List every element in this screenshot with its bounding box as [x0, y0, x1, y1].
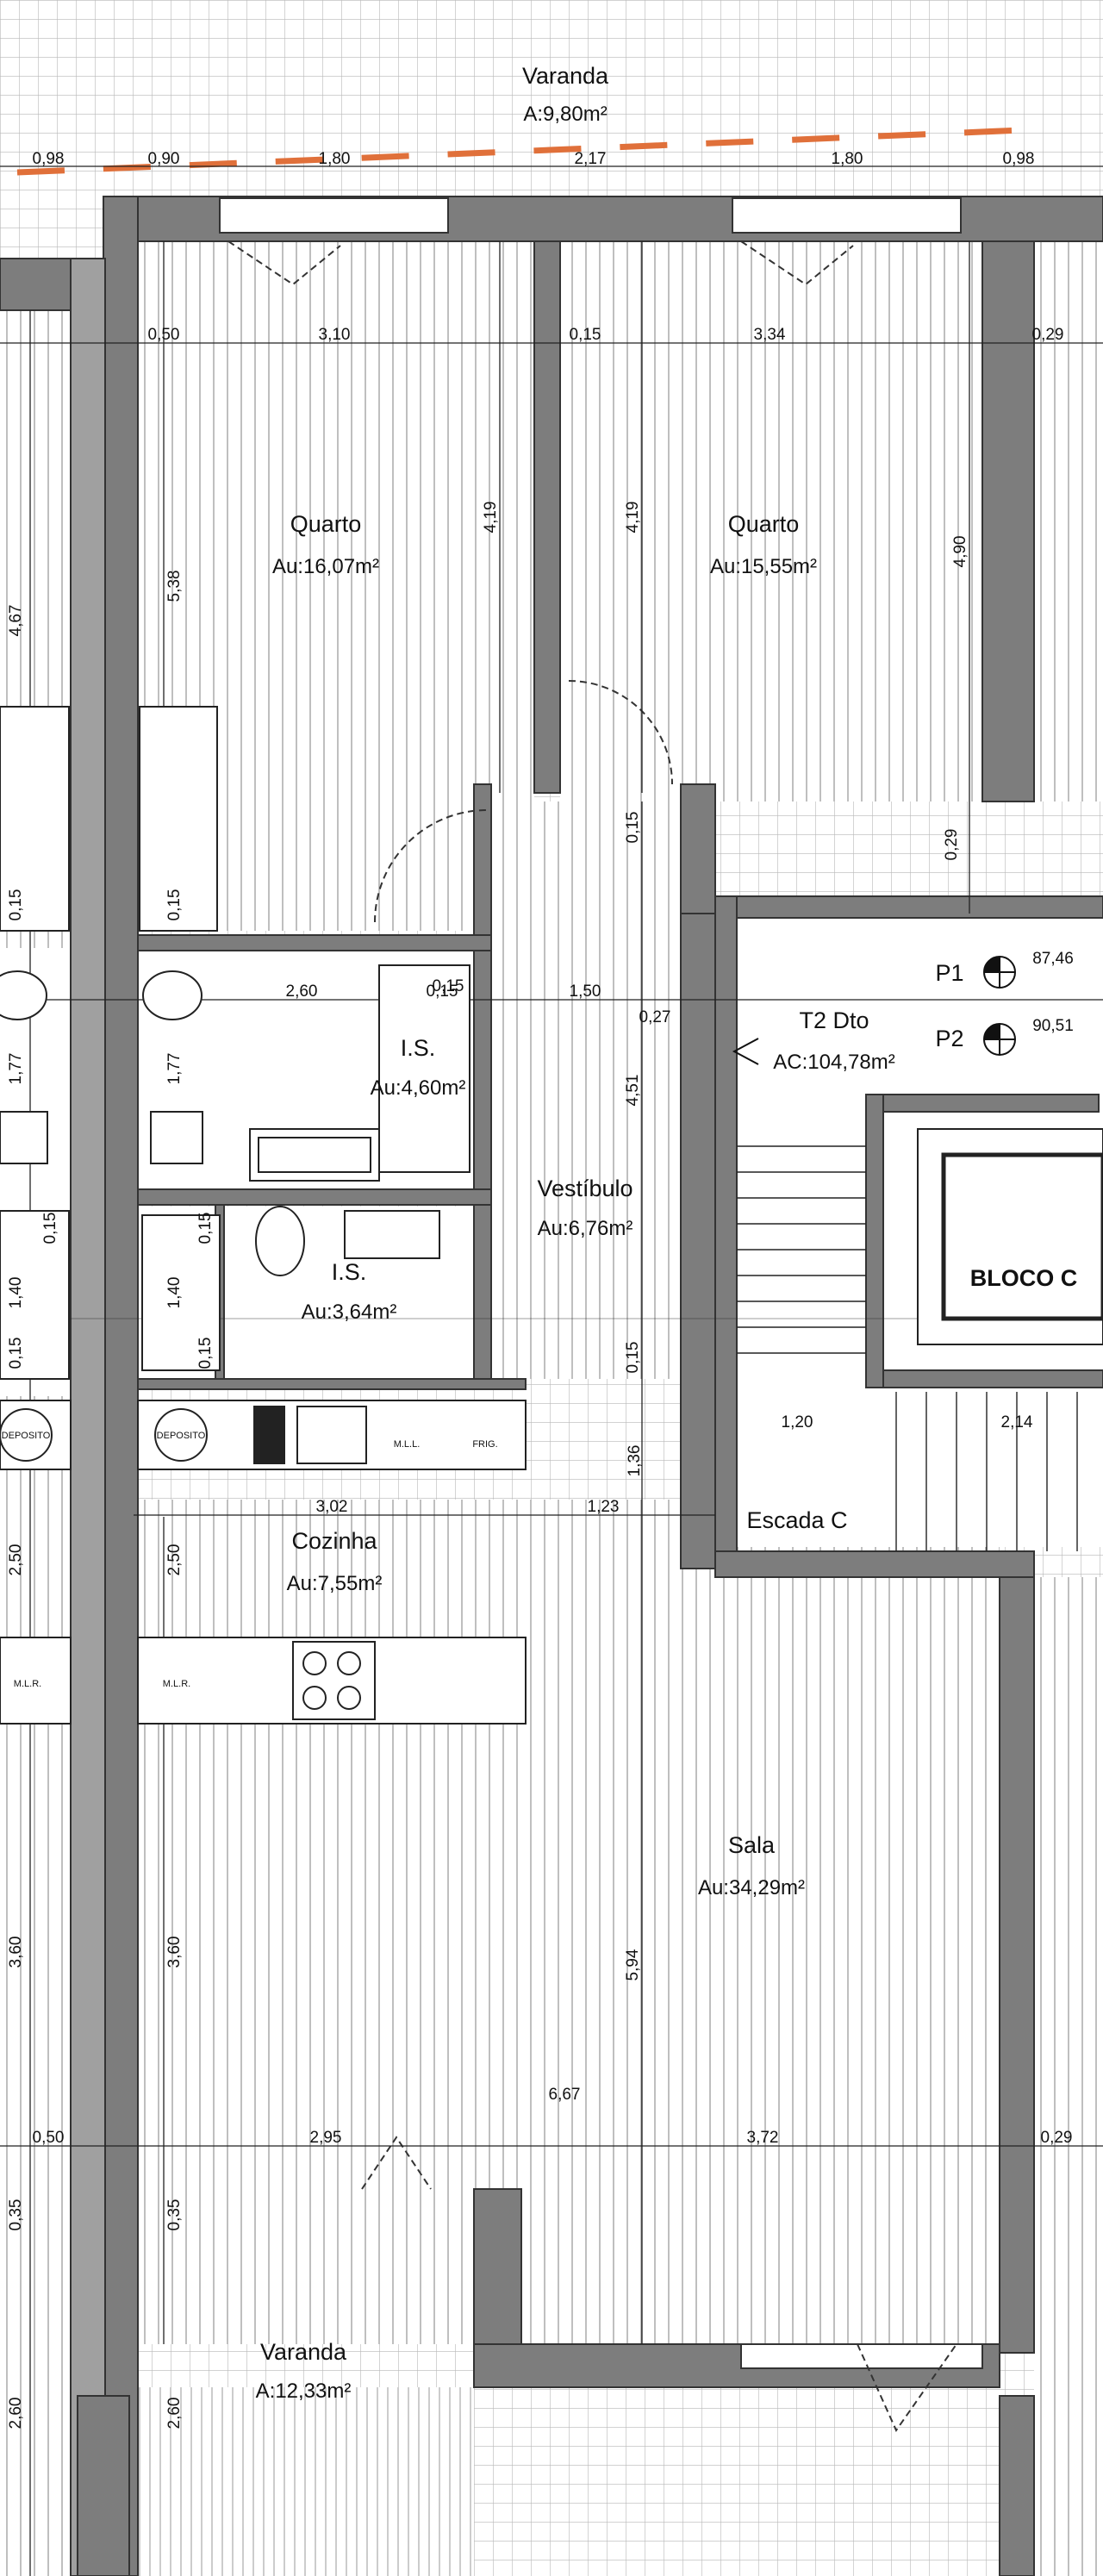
vdim-hall-4: 0,15 [624, 1342, 642, 1374]
dim-bottom-1: 0,50 [33, 2129, 65, 2147]
unit-area: AC:104,78m² [773, 1051, 894, 1074]
room-area-varanda-bottom: A:12,33m² [256, 2380, 352, 2403]
vdim-quarto-3: 4,90 [951, 536, 969, 568]
vdim-sala-1: 3,60 [165, 1937, 184, 1968]
vdim-quarto-1: 4,19 [482, 502, 500, 533]
fixture-mlr-left: M.L.R. [14, 1679, 41, 1689]
room-area-cozinha: Au:7,55m² [287, 1572, 383, 1595]
vdim-kitchen-1: 2,50 [165, 1544, 184, 1576]
vdim-balcony-0: 0,35 [7, 2199, 25, 2231]
room-name-vestibulo: Vestíbulo [537, 1176, 633, 1201]
dim-top-1: 0,90 [148, 150, 180, 168]
vdim-hall-1: 0,29 [943, 829, 961, 861]
fixture-mlr-mid: M.L.R. [163, 1679, 190, 1689]
room-name-varanda-bottom: Varanda [260, 2339, 347, 2365]
fixture-mll: M.L.L. [394, 1439, 421, 1450]
elevator-box [941, 1152, 1103, 1321]
level-marker-p2 [983, 1023, 1016, 1056]
level-p2-label: P2 [935, 1026, 963, 1051]
vdim-is2-6: 0,15 [433, 977, 464, 995]
vdim-hall-0: 0,15 [624, 812, 642, 844]
room-area-is-bottom: Au:3,64m² [302, 1300, 397, 1324]
dim-is-1: 0,15 [427, 982, 458, 1001]
fixture-deposito-left: DEPOSITO [2, 1431, 51, 1441]
vdim-quarto-4: 4,67 [7, 605, 25, 637]
vdim-is2-1: 1,40 [165, 1277, 184, 1309]
vdim-is2-0: 1,40 [7, 1277, 25, 1309]
dim-top-5: 0,98 [1003, 150, 1035, 168]
dim-kitchen-4: 2,14 [1001, 1413, 1033, 1431]
room-name-quarto-right: Quarto [728, 511, 800, 537]
dim-top-2: 1,80 [319, 150, 351, 168]
vdim-balcony-2: 2,60 [7, 2398, 25, 2429]
dim-is-0: 2,60 [286, 982, 318, 1001]
room-name-sala: Sala [728, 1832, 776, 1858]
vdim-balcony-1: 0,35 [165, 2199, 184, 2231]
vdim-quarto-2: 4,19 [624, 502, 642, 533]
fixture-frig: FRIG. [472, 1439, 497, 1450]
vdim-is2-3: 0,15 [196, 1213, 215, 1244]
dim-quarto-1: 3,10 [319, 326, 351, 344]
vdim-balcony-3: 2,60 [165, 2398, 184, 2429]
dim-kitchen-1: 1,23 [588, 1498, 620, 1516]
room-area-sala: Au:34,29m² [698, 1876, 805, 1899]
level-p2-value: 90,51 [1032, 1017, 1074, 1035]
room-name-cozinha: Cozinha [291, 1528, 377, 1554]
vdim-hall-2: 0,15 [165, 889, 184, 921]
fixture-deposito-mid: DEPOSITO [157, 1431, 206, 1441]
dim-top-4: 1,80 [832, 150, 863, 168]
dim-top-0: 0,98 [33, 150, 65, 168]
dim-is-2: 1,50 [570, 982, 601, 1001]
dim-quarto-3: 3,34 [754, 326, 786, 344]
vdim-quarto-0: 5,38 [165, 571, 184, 602]
vdim-is-0: 1,77 [7, 1053, 25, 1085]
fixtures [0, 706, 527, 1725]
room-area-vestibulo: Au:6,76m² [538, 1217, 633, 1240]
dim-quarto-0: 0,50 [148, 326, 180, 344]
vdim-is-1: 1,77 [165, 1053, 184, 1085]
vdim-kitchen-0: 2,50 [7, 1544, 25, 1576]
dim-bottom-0: 6,67 [549, 2086, 581, 2104]
dim-bottom-3: 3,72 [747, 2129, 779, 2147]
escada-label: Escada C [746, 1507, 847, 1533]
dim-bottom-4: 0,29 [1041, 2129, 1073, 2147]
room-name-quarto-left: Quarto [290, 511, 362, 537]
dim-quarto-2: 0,15 [570, 326, 601, 344]
room-name-is-bottom: I.S. [332, 1259, 367, 1285]
door-swings [227, 240, 957, 2433]
top-windows [219, 197, 983, 2369]
dim-kitchen-2: 1,36 [626, 1445, 644, 1477]
floor-finish [0, 241, 1103, 2576]
vdim-sala-0: 3,60 [7, 1937, 25, 1968]
stairs [737, 1145, 1078, 1551]
horizontal-dimensions: 0,98 0,90 1,80 2,17 1,80 0,98 0,50 3,10 … [33, 150, 1073, 2147]
dim-kitchen-0: 3,02 [316, 1498, 348, 1516]
room-area-quarto-right: Au:15,55m² [710, 555, 817, 578]
room-area-varanda-top: A:9,80m² [523, 103, 607, 126]
vdim-is2-5: 0,15 [196, 1338, 215, 1369]
level-p1-value: 87,46 [1032, 950, 1074, 968]
vertical-dimensions: 5,38 4,19 4,19 4,90 4,67 0,15 0,29 0,15 … [7, 502, 969, 2429]
vdim-is2-2: 0,15 [41, 1213, 59, 1244]
entry-arrow-icon [732, 1038, 759, 1065]
room-name-varanda-top: Varanda [522, 63, 609, 89]
room-area-quarto-left: Au:16,07m² [272, 555, 379, 578]
dim-top-3: 2,17 [575, 150, 607, 168]
dim-quarto-4: 0,29 [1032, 326, 1064, 344]
unit-name: T2 Dto [799, 1007, 869, 1033]
dim-kitchen-3: 1,20 [782, 1413, 813, 1431]
level-p1-label: P1 [935, 960, 963, 986]
vdim-hall-3: 0,15 [7, 889, 25, 921]
room-area-is-top: Au:4,60m² [371, 1076, 466, 1100]
level-marker-p1 [983, 956, 1016, 989]
dim-is-3: 0,27 [639, 1008, 671, 1026]
room-name-is-top: I.S. [401, 1035, 436, 1061]
vdim-is-2: 4,51 [624, 1075, 642, 1107]
vdim-sala-2: 5,94 [624, 1949, 642, 1980]
dim-bottom-2: 2,95 [310, 2129, 342, 2147]
vdim-is2-4: 0,15 [7, 1338, 25, 1369]
bloco-label: BLOCO C [970, 1265, 1078, 1291]
